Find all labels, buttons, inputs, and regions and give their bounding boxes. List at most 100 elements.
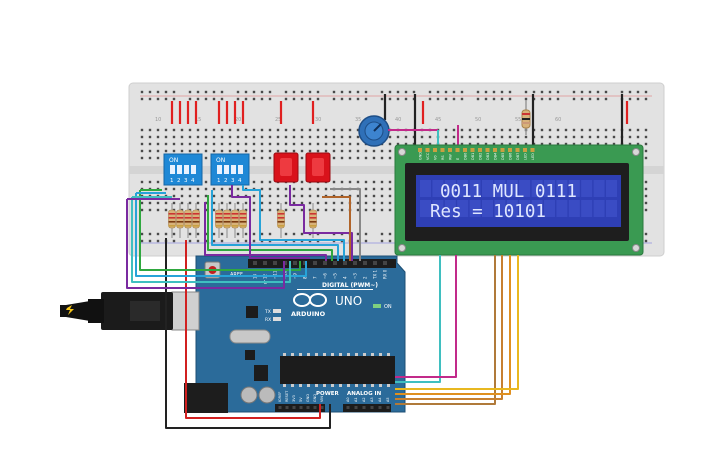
digital-pin[interactable] [273, 261, 277, 265]
digital-pin[interactable] [323, 261, 327, 265]
lcd-pin[interactable] [433, 148, 437, 152]
voltage-regulator [245, 350, 255, 360]
digital-pin[interactable] [343, 261, 347, 265]
lcd-pin[interactable] [523, 148, 527, 152]
breadboard-hole [356, 239, 360, 243]
dip-switch-1-toggle-4[interactable] [191, 165, 196, 174]
breadboard-hole [260, 142, 264, 146]
dip-switch-2-toggle-2[interactable] [224, 165, 229, 174]
usb-chip [246, 306, 258, 318]
digital-pin[interactable] [263, 261, 267, 265]
push-button-1[interactable] [273, 152, 299, 183]
breadboard-hole [316, 97, 320, 101]
lcd-pin[interactable] [485, 148, 490, 152]
lcd-pin[interactable] [418, 148, 422, 152]
lcd-pin[interactable] [440, 148, 445, 152]
digital-pin[interactable] [363, 261, 367, 265]
lcd-pin[interactable] [425, 148, 430, 152]
breadboard-hole [228, 201, 232, 205]
power-pin[interactable] [299, 406, 303, 409]
lcd-pin[interactable] [508, 148, 512, 152]
lcd-cell [593, 200, 605, 217]
push-button-2[interactable] [305, 152, 331, 183]
power-pin[interactable] [306, 406, 310, 409]
breadboard-hole [204, 194, 208, 198]
resistor[interactable] [168, 203, 176, 238]
analog-pin[interactable] [362, 406, 366, 409]
digital-pin[interactable] [253, 261, 257, 265]
breadboard-hole [260, 201, 264, 205]
digital-pin[interactable] [313, 261, 317, 265]
chip-leg [299, 384, 302, 387]
lcd-pin[interactable] [515, 148, 520, 152]
digital-pin[interactable] [333, 261, 337, 265]
lcd-pin[interactable] [463, 148, 467, 152]
analog-pin[interactable] [354, 406, 358, 409]
digital-pin[interactable] [353, 261, 357, 265]
breadboard-hole [428, 142, 432, 146]
breadboard-hole [492, 97, 496, 101]
dip-switch-1-toggle-3[interactable] [184, 165, 189, 174]
lcd-pin-label: RS [441, 155, 445, 160]
chip-leg [347, 353, 350, 356]
dip-switch-1[interactable]: ON 1 2 3 4 [163, 153, 203, 186]
breadboard-hole [644, 90, 648, 94]
digital-pin[interactable] [383, 261, 387, 265]
breadboard-hole [284, 187, 288, 191]
resistor[interactable] [277, 203, 285, 238]
tx-label: TX [264, 309, 271, 315]
breadboard-hole [340, 201, 344, 205]
resistor[interactable] [215, 203, 223, 238]
resistor[interactable] [176, 203, 184, 238]
power-pin[interactable] [292, 406, 296, 409]
analog-pin[interactable] [370, 406, 374, 409]
resistor[interactable] [239, 203, 247, 238]
wire-purple-btn [289, 185, 353, 261]
dip-switch-2-toggle-4[interactable] [238, 165, 243, 174]
power-pin[interactable] [285, 406, 289, 409]
column-number: 60 [555, 117, 561, 123]
resistor[interactable] [309, 203, 317, 238]
digital-pin[interactable] [373, 261, 377, 265]
breadboard-hole [172, 128, 176, 132]
resistor[interactable] [192, 203, 200, 238]
breadboard-hole [316, 90, 320, 94]
breadboard-hole [380, 201, 384, 205]
power-pin[interactable] [278, 406, 282, 409]
analog-pin[interactable] [386, 406, 390, 409]
dc-power-jack[interactable] [184, 383, 228, 413]
lcd-pin[interactable] [455, 148, 460, 152]
resistor[interactable] [184, 203, 192, 238]
lcd-pin[interactable] [478, 148, 482, 152]
digital-pin[interactable] [293, 261, 297, 265]
lcd-pin[interactable] [448, 148, 452, 152]
power-pin[interactable] [320, 406, 324, 409]
usb-cable[interactable] [60, 292, 173, 330]
breadboard-hole [452, 90, 456, 94]
resistor-bank[interactable] [168, 203, 317, 238]
resistor[interactable] [231, 203, 239, 238]
dip-switch-2[interactable]: ON 1 2 3 4 [210, 153, 250, 186]
lcd-pin[interactable] [500, 148, 505, 152]
capacitor-1 [240, 386, 258, 404]
power-pin[interactable] [313, 406, 317, 409]
dip-switch-2-toggle-3[interactable] [231, 165, 236, 174]
lcd-pin[interactable] [530, 148, 535, 152]
resistor[interactable] [223, 203, 231, 238]
dip-switch-1-toggle-2[interactable] [177, 165, 182, 174]
analog-pin[interactable] [346, 406, 350, 409]
potentiometer[interactable] [358, 115, 459, 147]
lcd-pin[interactable] [470, 148, 475, 152]
column-number: 55 [515, 117, 521, 123]
lcd-pin[interactable] [493, 148, 497, 152]
breadboard-hole [324, 135, 328, 139]
breadboard-hole [236, 149, 240, 153]
resistor-top[interactable] [521, 100, 531, 135]
dip-switch-2-toggle-1[interactable] [217, 165, 222, 174]
breadboard-hole [372, 180, 376, 184]
dip-switch-1-toggle-1[interactable] [170, 165, 175, 174]
analog-pin[interactable] [378, 406, 382, 409]
